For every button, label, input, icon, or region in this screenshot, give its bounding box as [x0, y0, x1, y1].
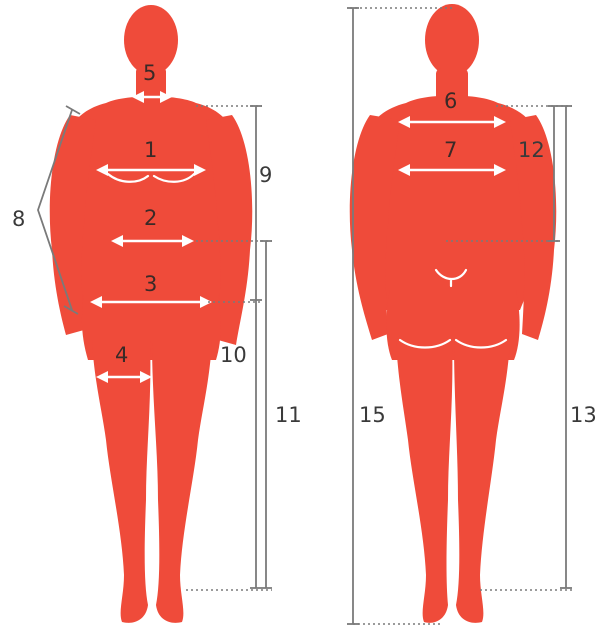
label-6: 6	[444, 89, 457, 113]
label-2: 2	[144, 206, 157, 230]
front-left-leg	[92, 340, 150, 623]
label-12: 12	[518, 138, 545, 162]
back-head	[425, 4, 479, 76]
label-9: 9	[259, 163, 272, 187]
label-13: 13	[570, 403, 597, 427]
label-11: 11	[275, 403, 302, 427]
label-4: 4	[115, 343, 128, 367]
label-1: 1	[144, 138, 157, 162]
back-right-leg	[454, 340, 510, 623]
label-3: 3	[144, 272, 157, 296]
label-7: 7	[444, 138, 457, 162]
label-15: 15	[359, 403, 386, 427]
label-5: 5	[143, 61, 156, 85]
label-10: 10	[220, 343, 247, 367]
label-8: 8	[12, 207, 25, 231]
back-left-leg	[396, 340, 452, 623]
front-right-leg	[152, 340, 212, 623]
